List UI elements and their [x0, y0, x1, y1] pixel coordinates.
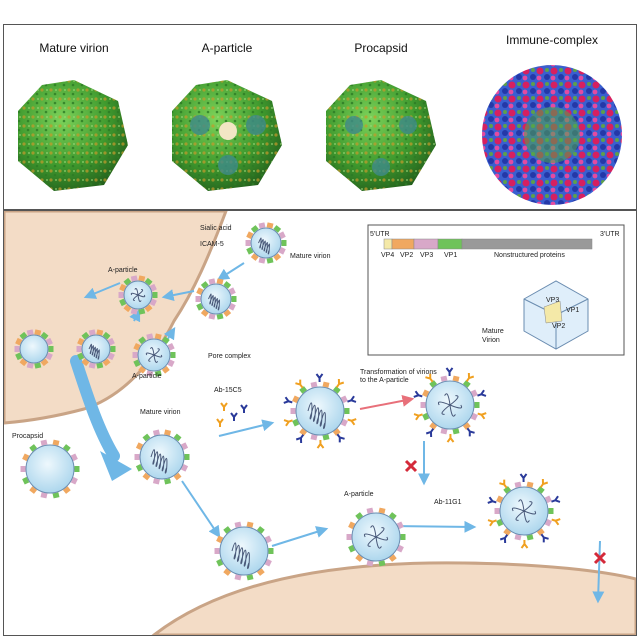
cell-upper	[4, 211, 228, 425]
block-marks	[404, 459, 607, 565]
pore-complex-label: Pore complex	[208, 353, 251, 360]
a-particle-structure	[172, 80, 282, 191]
seg-nonstructured: Nonstructured proteins	[494, 252, 565, 259]
a-particle-bottom-label: A-particle	[344, 491, 374, 498]
virion-procapsid	[20, 439, 80, 499]
seg-vp1: VP1	[444, 252, 458, 259]
sialic-acid-label: Sialic acid	[200, 225, 232, 232]
seg-vp3: VP3	[420, 252, 434, 259]
virion-a-particle-cell	[118, 275, 158, 315]
mature-virion-cell-label: Mature virion	[290, 253, 331, 260]
mature-virion-structure	[18, 80, 128, 191]
seg-vp4: VP4	[381, 252, 395, 259]
mature-virion-box-label: Mature Virion	[482, 328, 504, 344]
structure-renderings	[18, 65, 622, 205]
utr3-label: 3'UTR	[600, 231, 620, 238]
ab-15c5-label: Ab-15C5	[214, 387, 242, 394]
mature-virion-title: Mature virion	[39, 41, 109, 55]
cell-lower	[151, 561, 636, 635]
free-antibody	[240, 404, 248, 413]
virion-binding	[195, 278, 237, 320]
mechanism-diagram	[4, 211, 636, 635]
free-antibody	[230, 412, 238, 421]
procapsid-label: Procapsid	[12, 433, 44, 440]
immune-complex-title: Immune-complex	[505, 33, 599, 47]
virion-attaching	[214, 521, 274, 581]
structure-panel: Mature virion A-particle Procapsid Immun…	[3, 24, 637, 210]
virion-a-particle-lower	[132, 333, 176, 377]
procapsid-structure	[326, 80, 436, 191]
entry-arrow	[70, 355, 120, 462]
icam5-label: ICAM-5	[200, 241, 224, 248]
a-particle-lower-label: A-particle	[132, 373, 162, 380]
icosa-vp1: VP1	[566, 307, 580, 314]
virion-a-particle-bottom	[346, 507, 406, 567]
icosa-vp2: VP2	[552, 323, 566, 330]
virion-ab11g1	[487, 473, 561, 549]
a-particle-cell-label: A-particle	[108, 267, 138, 274]
mature-virion-mid-label: Mature virion	[140, 409, 181, 416]
mechanism-panel: 5'UTR 3'UTR VP4 VP2 VP3 VP1 Nonstructure…	[3, 210, 637, 636]
virion-mature-mid	[134, 429, 190, 485]
a-particle-title: A-particle	[201, 41, 253, 55]
procapsid-title: Procapsid	[354, 41, 408, 55]
free-antibody	[220, 402, 228, 411]
transformation-label: Transformation of virions to the A-parti…	[360, 369, 437, 384]
virion-endosome-2	[76, 329, 116, 369]
free-antibody	[216, 418, 224, 427]
virion-ab15c5	[283, 373, 357, 449]
immune-complex-structure	[482, 65, 622, 205]
virion-endosome-1	[14, 329, 54, 369]
virion-transformed	[413, 367, 487, 443]
utr5-label: 5'UTR	[370, 231, 390, 238]
seg-vp2: VP2	[400, 252, 414, 259]
icosa-vp3: VP3	[546, 297, 560, 304]
ab-11g1-label: Ab-11G1	[434, 499, 462, 506]
virion-mature-cell	[245, 222, 287, 264]
